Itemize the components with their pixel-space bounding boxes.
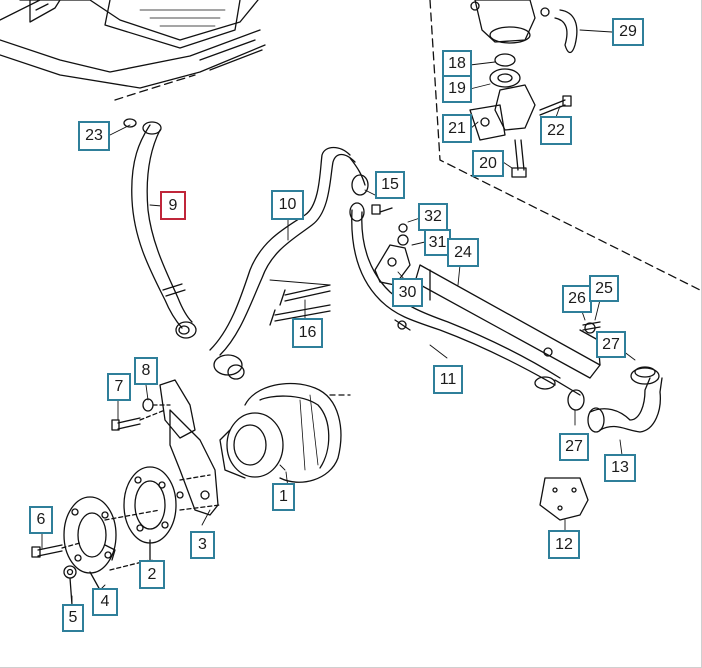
callout-16[interactable]: 16	[292, 318, 323, 348]
callout-27-upper[interactable]: 27	[596, 331, 626, 358]
callout-31[interactable]: 31	[424, 229, 451, 256]
callout-32[interactable]: 32	[418, 203, 448, 231]
callout-10[interactable]: 10	[271, 190, 304, 220]
callout-5[interactable]: 5	[62, 604, 84, 632]
callout-18[interactable]: 18	[442, 50, 472, 78]
callout-4[interactable]: 4	[92, 588, 118, 616]
flange-4-drawing	[63, 496, 117, 591]
callout-25[interactable]: 25	[589, 275, 619, 302]
callout-12[interactable]: 12	[548, 530, 580, 559]
hose-9-drawing	[123, 118, 197, 339]
callout-7[interactable]: 7	[107, 373, 131, 401]
clamp-30-drawing	[371, 204, 411, 286]
callout-6[interactable]: 6	[29, 506, 53, 534]
callout-13[interactable]: 13	[604, 454, 636, 482]
callout-29[interactable]: 29	[612, 18, 644, 46]
callout-26[interactable]: 26	[562, 285, 592, 313]
callout-30[interactable]: 30	[392, 278, 423, 307]
valve-assembly-drawing	[429, 0, 701, 291]
callout-2[interactable]: 2	[139, 560, 165, 589]
hose-10-drawing	[209, 146, 369, 380]
callout-9-selected[interactable]: 9	[160, 191, 186, 220]
pump-1-drawing	[219, 382, 351, 483]
gasket-12-drawing	[539, 477, 589, 521]
callout-8[interactable]: 8	[134, 357, 158, 385]
callout-11[interactable]: 11	[433, 365, 463, 394]
callout-22[interactable]: 22	[540, 116, 572, 145]
callout-19[interactable]: 19	[442, 75, 472, 103]
gasket-2-drawing	[123, 466, 177, 561]
callout-20[interactable]: 20	[472, 150, 504, 177]
clips-16-drawing	[269, 279, 331, 326]
callout-15[interactable]: 15	[375, 171, 405, 199]
air-filter-housing-drawing	[0, 0, 266, 101]
hose-13-drawing	[567, 321, 663, 433]
callout-24[interactable]: 24	[447, 238, 479, 267]
callout-27-lower[interactable]: 27	[559, 433, 589, 461]
callout-3[interactable]: 3	[190, 531, 215, 559]
callout-21[interactable]: 21	[442, 114, 472, 143]
bracket-3-drawing	[159, 379, 219, 516]
fasteners-drawing	[31, 398, 221, 606]
callout-23[interactable]: 23	[78, 121, 110, 151]
callout-1[interactable]: 1	[272, 483, 295, 511]
